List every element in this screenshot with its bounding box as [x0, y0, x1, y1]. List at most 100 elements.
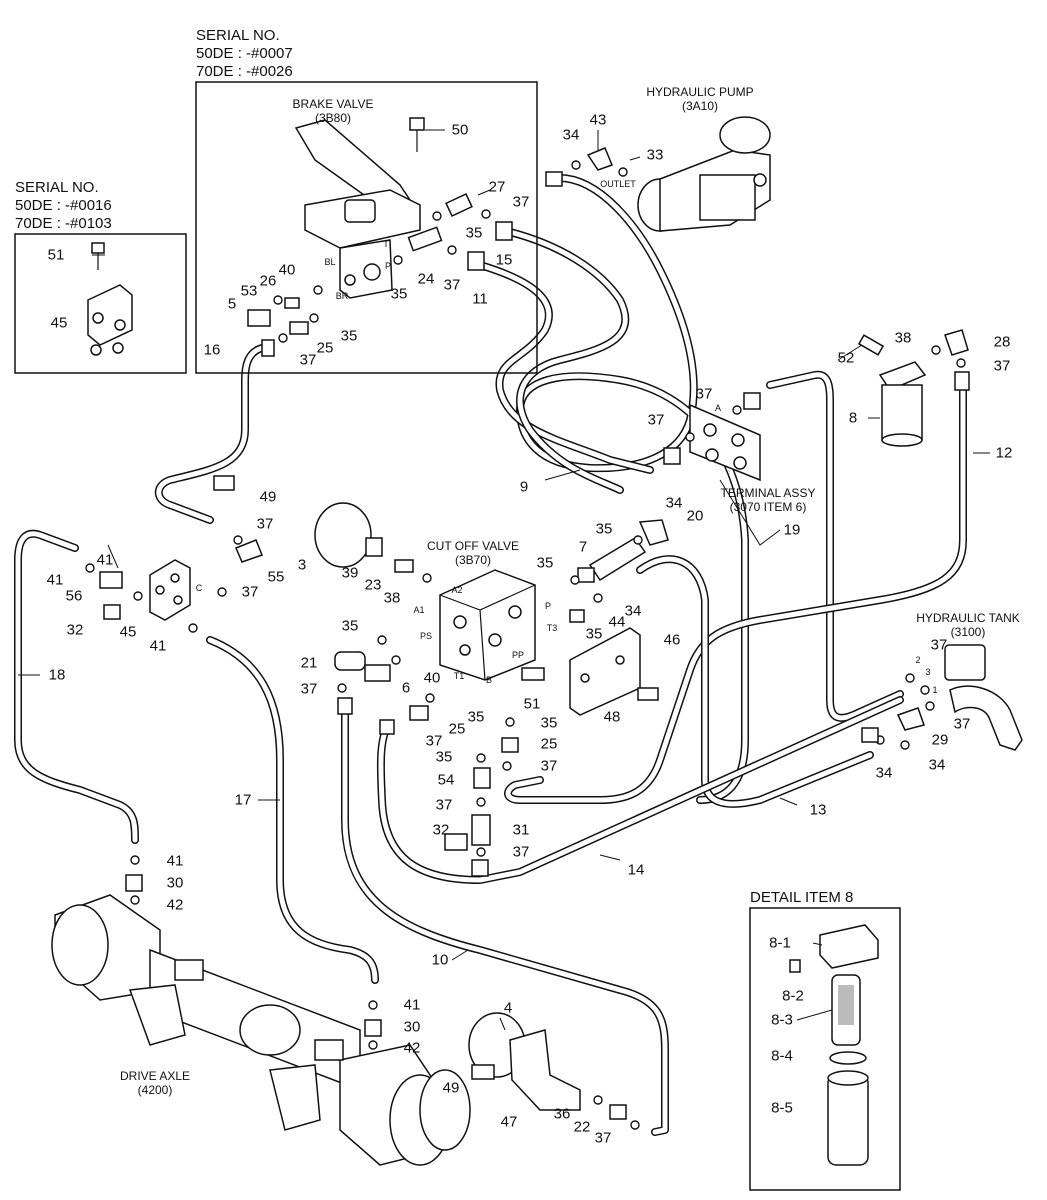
callout-23: 23 [365, 577, 382, 594]
callout-53: 53 [241, 283, 258, 300]
port-label: A [715, 403, 721, 413]
callout-10: 10 [432, 952, 449, 969]
cutoff-label: CUT OFF VALVE [427, 539, 519, 553]
callout-42: 42 [404, 1040, 421, 1057]
serial-line: 50DE : -#0007 [196, 45, 293, 62]
callout-37: 37 [242, 584, 259, 601]
fitting-56 [99, 571, 123, 589]
callout-38: 38 [384, 590, 401, 607]
callout-35: 35 [596, 521, 613, 538]
callout-8: 8 [849, 410, 857, 427]
callout-37: 37 [696, 386, 713, 403]
callout-37: 37 [426, 733, 443, 750]
callout-48: 48 [604, 709, 621, 726]
callout-32: 32 [433, 822, 450, 839]
serial-line: 70DE : -#0026 [196, 63, 293, 80]
callout-36: 36 [554, 1106, 571, 1123]
brake-valve-box [195, 81, 538, 374]
callout-45: 45 [120, 624, 137, 641]
callout-37: 37 [954, 716, 971, 733]
callout-8-1: 8-1 [769, 935, 791, 952]
callout-51: 51 [48, 247, 65, 264]
callout-34: 34 [666, 495, 683, 512]
callout-35: 35 [537, 555, 554, 572]
terminal-assy: A TERMINAL ASSY (3070 ITEM 6) [663, 392, 815, 514]
callout-42: 42 [167, 897, 184, 914]
callout-56: 56 [66, 588, 83, 605]
tank-label: HYDRAULIC TANK [916, 611, 1020, 625]
hose-end [261, 339, 275, 357]
hydraulic-tank: HYDRAULIC TANK (3100) 2 3 1 [861, 611, 1023, 751]
serial-line: 70DE : -#0103 [15, 215, 112, 232]
callout-37: 37 [595, 1130, 612, 1147]
tank-code: (3100) [951, 625, 986, 639]
axle-label: DRIVE AXLE [120, 1069, 190, 1083]
terminal-code: (3070 ITEM 6) [730, 500, 807, 514]
callout-8-4: 8-4 [771, 1048, 793, 1065]
callout-29: 29 [932, 732, 949, 749]
pump-label: HYDRAULIC PUMP [646, 85, 753, 99]
callout-18: 18 [49, 667, 66, 684]
port-label: PP [512, 650, 524, 660]
callout-8-3: 8-3 [771, 1012, 793, 1029]
callout-41: 41 [404, 997, 421, 1014]
callout-8-5: 8-5 [771, 1100, 793, 1117]
callout-37: 37 [300, 352, 317, 369]
callout-37: 37 [513, 194, 530, 211]
switch-5 [247, 309, 271, 327]
detail-box [749, 907, 901, 1191]
callout-37: 37 [257, 516, 274, 533]
callout-54: 54 [438, 772, 455, 789]
callout-12: 12 [996, 445, 1013, 462]
brake-valve: BRAKE VALVE (3B80) BL BR T P [247, 97, 513, 357]
callout-35: 35 [466, 225, 483, 242]
callout-41: 41 [47, 572, 64, 589]
callout-34: 34 [563, 127, 580, 144]
callout-49: 49 [260, 489, 277, 506]
port-label: BR [336, 291, 349, 301]
serial-block-brake: SERIAL NO. 50DE : -#0007 70DE : -#0026 [195, 27, 538, 374]
callout-25: 25 [449, 721, 466, 738]
callout-41: 41 [167, 853, 184, 870]
callout-4: 4 [504, 1000, 512, 1017]
callout-27: 27 [489, 179, 506, 196]
callout-37: 37 [436, 797, 453, 814]
callout-14: 14 [628, 862, 645, 879]
callout-35: 35 [436, 749, 453, 766]
callout-33: 33 [647, 147, 664, 164]
callout-8-2: 8-2 [782, 988, 804, 1005]
hose-19 [766, 370, 904, 722]
port-label: A1 [413, 605, 424, 615]
callout-11: 11 [472, 291, 488, 308]
hose-15 [506, 228, 630, 494]
callout-24: 24 [418, 271, 435, 288]
callouts: 50 27 37 35 15 24 37 11 40 26 53 5 35 35… [47, 112, 1013, 1147]
elbow-21 [334, 651, 366, 671]
callout-34: 34 [625, 603, 642, 620]
hose-group [14, 173, 967, 1136]
callout-21: 21 [301, 655, 318, 672]
callout-25: 25 [317, 340, 334, 357]
callout-30: 30 [404, 1019, 421, 1036]
callout-3: 3 [298, 557, 306, 574]
cut-off-valve: CUT OFF VALVE (3B70) A2 A1 PS T1 B PP P … [314, 502, 669, 877]
callout-32: 32 [67, 622, 84, 639]
callout-5: 5 [228, 296, 236, 313]
callout-39: 39 [342, 565, 359, 582]
port-label: T3 [547, 623, 558, 633]
small-valve-box [14, 233, 187, 374]
callout-37: 37 [513, 844, 530, 861]
callout-26: 26 [260, 273, 277, 290]
callout-7: 7 [579, 539, 587, 556]
callout-34: 34 [876, 765, 893, 782]
callout-35: 35 [342, 618, 359, 635]
callout-47: 47 [501, 1114, 518, 1131]
callout-25: 25 [541, 736, 558, 753]
port-label: 1 [932, 685, 937, 695]
leader-lines [18, 129, 990, 1031]
serial-block-small: SERIAL NO. 50DE : -#0016 70DE : -#0103 [14, 179, 187, 374]
callout-37: 37 [444, 277, 461, 294]
callout-37: 37 [648, 412, 665, 429]
callout-28: 28 [994, 334, 1011, 351]
